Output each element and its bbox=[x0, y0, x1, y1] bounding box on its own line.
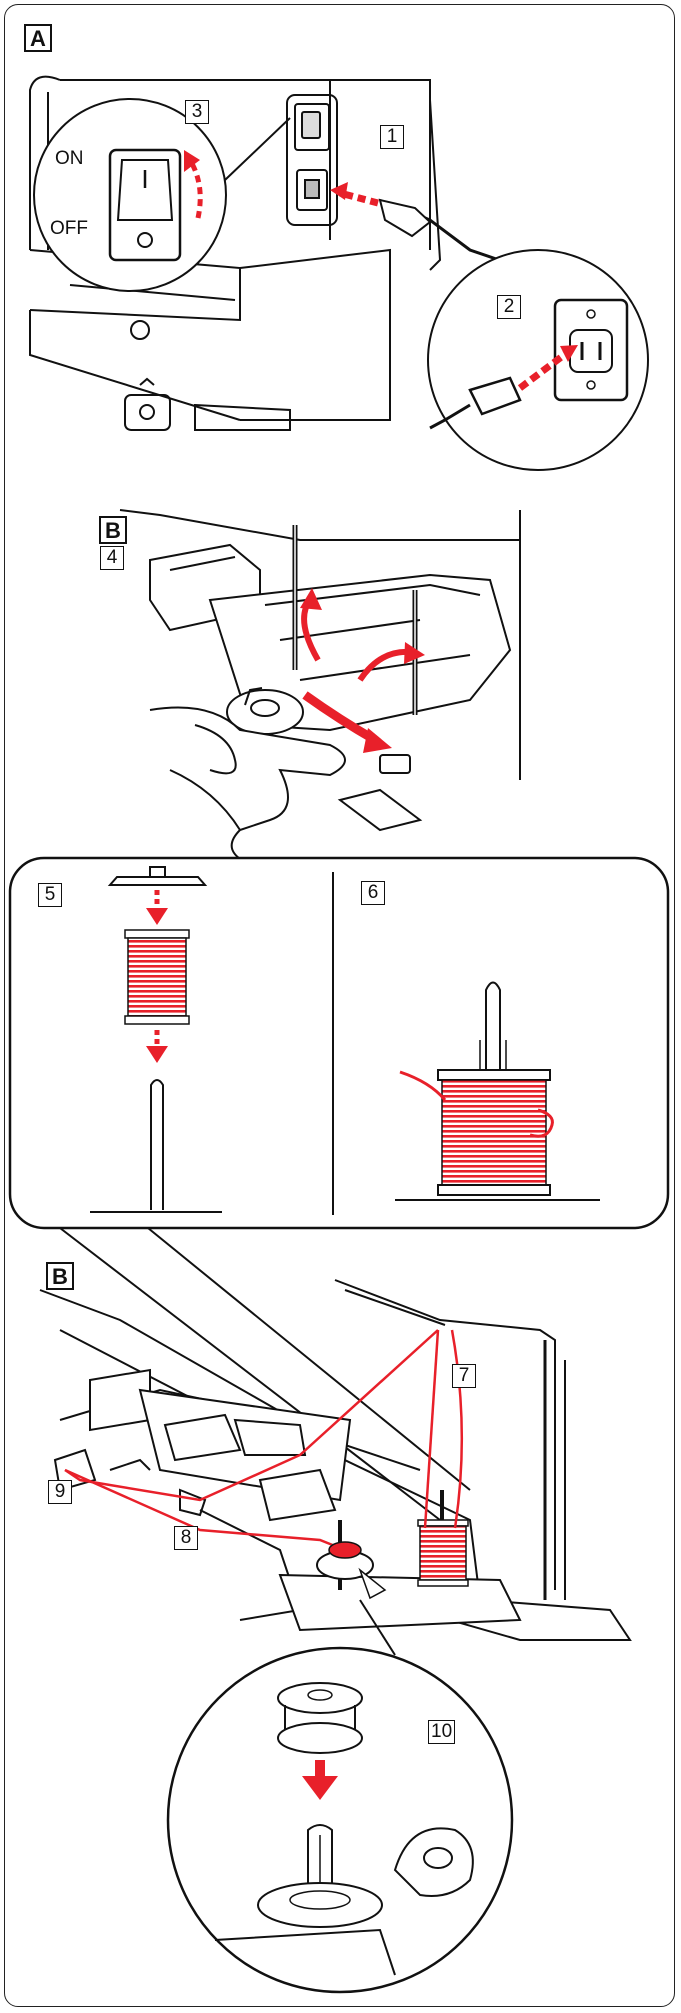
step-1-marker: 1 bbox=[380, 125, 404, 149]
spool-icon bbox=[90, 866, 222, 1213]
spool-panel bbox=[8, 856, 670, 1230]
spool-icon bbox=[417, 1519, 469, 1587]
section-a-label: A bbox=[24, 24, 52, 52]
section-b-bottom-illustration bbox=[39, 1279, 632, 1641]
bobbin-zoom bbox=[166, 1599, 514, 1994]
step-2-marker: 2 bbox=[497, 295, 521, 319]
step-10-marker: 10 bbox=[428, 1720, 456, 1744]
spool-icon bbox=[395, 981, 600, 1201]
step-6-marker: 6 bbox=[361, 881, 385, 905]
step-9-marker: 9 bbox=[48, 1480, 72, 1504]
wall-outlet-icon bbox=[427, 249, 649, 471]
bobbin-icon bbox=[214, 1682, 474, 1976]
section-b-bottom-label: B bbox=[46, 1262, 74, 1290]
leader-lines bbox=[59, 1227, 471, 1521]
switch-on-label: ON bbox=[55, 148, 84, 169]
bobbin-icon bbox=[316, 1541, 387, 1600]
arrow-icon bbox=[300, 588, 425, 753]
step-7-marker: 7 bbox=[452, 1364, 476, 1388]
page-frame bbox=[4, 4, 675, 2007]
step-5-marker: 5 bbox=[38, 883, 62, 907]
step-4-marker: 4 bbox=[100, 546, 124, 570]
section-a-illustration bbox=[29, 75, 506, 431]
step-3-marker: 3 bbox=[185, 100, 209, 124]
step-8-marker: 8 bbox=[174, 1526, 198, 1550]
switch-off-label: OFF bbox=[50, 218, 88, 239]
arrow-icon bbox=[330, 182, 379, 207]
power-plug-icon bbox=[429, 345, 578, 430]
power-switch-icon bbox=[33, 98, 291, 292]
section-b-top-label: B bbox=[99, 516, 127, 544]
section-b-top-illustration bbox=[119, 509, 521, 871]
